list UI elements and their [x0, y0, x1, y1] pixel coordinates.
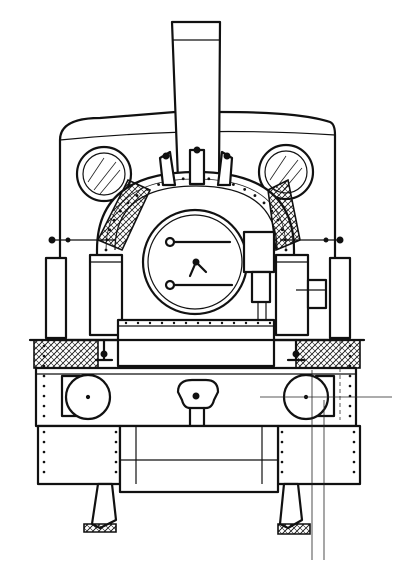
rivet — [284, 248, 288, 252]
smokebox-saddle — [116, 318, 276, 368]
rivet — [42, 344, 46, 348]
rivet — [280, 470, 284, 474]
rivet — [42, 470, 46, 474]
rivet — [42, 384, 46, 388]
rivet — [207, 177, 211, 181]
rivet — [280, 430, 284, 434]
rivet — [136, 321, 140, 325]
injector-pipework — [242, 230, 328, 330]
rivet — [172, 321, 176, 325]
rivet — [114, 460, 118, 464]
side-tank-left — [88, 253, 124, 337]
rivet — [348, 374, 352, 378]
rivet — [104, 248, 108, 252]
rivet — [348, 414, 352, 418]
rivet — [253, 194, 257, 197]
rivet — [124, 321, 128, 325]
rivet — [352, 470, 356, 474]
rivet — [348, 354, 352, 358]
rivet — [280, 440, 284, 444]
top-fittings — [158, 146, 234, 187]
spectacle-window-left — [75, 145, 133, 203]
rivet — [352, 430, 356, 434]
rivet — [42, 374, 46, 378]
rivet — [244, 321, 248, 325]
rivet — [160, 321, 164, 325]
rivet — [114, 450, 118, 454]
rivet — [220, 321, 224, 325]
rivet — [114, 430, 118, 434]
side-tank-right — [274, 253, 310, 337]
frame-rivets — [42, 321, 356, 474]
rivet — [348, 384, 352, 388]
valance-left — [33, 339, 99, 369]
rivet — [352, 440, 356, 444]
rivet — [352, 460, 356, 464]
rivet — [243, 188, 247, 191]
rivet — [348, 394, 352, 398]
rivet — [231, 183, 235, 186]
buffer-left — [60, 373, 112, 421]
rivet — [184, 321, 188, 325]
saddle-hatch-left — [96, 178, 152, 252]
rivet — [196, 321, 200, 325]
rivet — [42, 430, 46, 434]
rivet — [42, 404, 46, 408]
rivet — [352, 450, 356, 454]
rivet — [262, 201, 266, 205]
rivet — [348, 344, 352, 348]
rivet — [280, 460, 284, 464]
rivet — [42, 354, 46, 358]
handrails — [48, 236, 344, 244]
rivet — [256, 321, 260, 325]
rivet — [157, 183, 161, 186]
rivet — [268, 321, 272, 325]
valance-right — [295, 339, 361, 369]
rivet — [348, 404, 352, 408]
rivet — [42, 364, 46, 368]
rivet — [114, 440, 118, 444]
rivet — [280, 450, 284, 454]
rivet — [232, 321, 236, 325]
rivet — [114, 470, 118, 474]
lower-frames — [36, 424, 362, 494]
outer-cab-sides — [44, 256, 352, 340]
rivet — [42, 440, 46, 444]
rivet — [42, 394, 46, 398]
guard-irons — [83, 482, 311, 535]
construction-lines — [260, 340, 392, 560]
rivet — [181, 177, 185, 181]
rivet — [348, 364, 352, 368]
rivet — [148, 321, 152, 325]
smokebox-door — [141, 208, 249, 316]
rivet — [42, 460, 46, 464]
rivet — [42, 450, 46, 454]
rivet — [42, 414, 46, 418]
rivet — [208, 321, 212, 325]
lamp-irons — [94, 338, 306, 362]
